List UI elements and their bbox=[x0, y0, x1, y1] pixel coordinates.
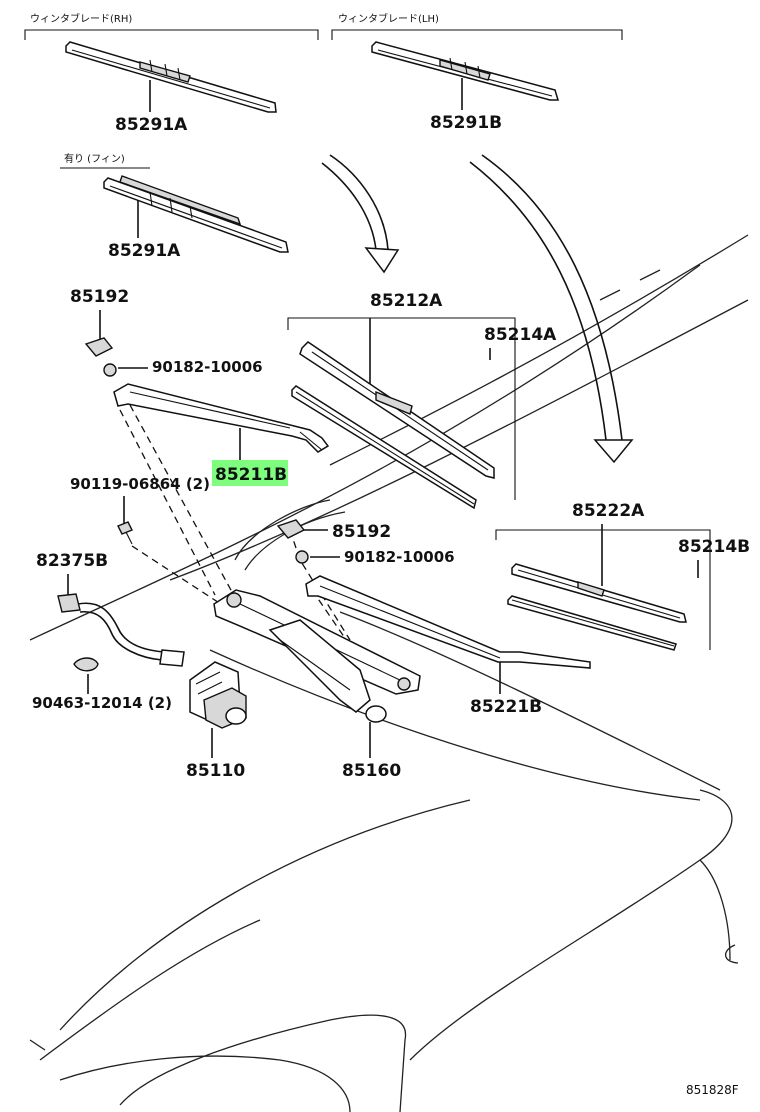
wiper-blade-fin[interactable] bbox=[103, 175, 289, 253]
caption-blade-rh: ウィンタブレード(RH) bbox=[30, 12, 132, 25]
bracket-85222a bbox=[495, 529, 711, 650]
dashed-guide-arm-rh-a bbox=[119, 409, 216, 596]
wiper-blade-85212a[interactable] bbox=[299, 341, 495, 479]
caption-blade-lh: ウィンタブレード(LH) bbox=[338, 12, 439, 25]
dashed-guide-bolt bbox=[131, 545, 231, 611]
part-number-85192-right: 85192 bbox=[332, 522, 391, 542]
bolt-90119[interactable] bbox=[117, 521, 133, 545]
vehicle-body-outline bbox=[29, 234, 749, 1112]
washer-hose-82375b[interactable] bbox=[57, 593, 185, 667]
part-number-85221b: 85221B bbox=[470, 697, 542, 717]
arrow-to-85222a bbox=[469, 154, 634, 464]
part-number-85211b[interactable]: 85211B bbox=[215, 465, 287, 485]
dashed-guide-arm-rh-b bbox=[129, 404, 233, 593]
part-number-85291a-top: 85291A bbox=[115, 115, 188, 135]
part-number-85110: 85110 bbox=[186, 761, 245, 781]
caption-bracket-lh bbox=[331, 29, 623, 40]
part-number-90119: 90119-06864 (2) bbox=[70, 475, 210, 493]
part-number-85291b: 85291B bbox=[430, 113, 502, 133]
wiper-link-85160[interactable] bbox=[213, 589, 421, 723]
clip-90463[interactable] bbox=[73, 657, 99, 672]
caption-with-fin: 有り (フィン) bbox=[64, 152, 125, 165]
bracket-85212a bbox=[287, 317, 516, 500]
wiper-arm-rh[interactable] bbox=[113, 383, 330, 453]
part-number-85291a-fin: 85291A bbox=[108, 241, 181, 261]
blade-rubber-85214a[interactable] bbox=[291, 385, 477, 510]
blade-rubber-85214b[interactable] bbox=[507, 595, 677, 651]
part-number-90463: 90463-12014 (2) bbox=[32, 694, 172, 712]
figure-code: 851828F bbox=[686, 1083, 739, 1097]
highlight-85211b bbox=[212, 460, 288, 486]
part-number-82375b: 82375B bbox=[36, 551, 108, 571]
nut-90182-right[interactable] bbox=[295, 550, 309, 564]
part-number-85192-left: 85192 bbox=[70, 287, 129, 307]
part-number-90182-right: 90182-10006 bbox=[344, 548, 455, 566]
caption-bracket-rh bbox=[24, 29, 319, 40]
part-number-85212a: 85212A bbox=[370, 291, 443, 311]
wiper-blade-lh[interactable] bbox=[371, 41, 560, 101]
part-number-85214b: 85214B bbox=[678, 537, 750, 557]
part-number-85214a: 85214A bbox=[484, 325, 557, 345]
wiper-blade-rh[interactable] bbox=[65, 41, 277, 113]
part-number-90182-left: 90182-10006 bbox=[152, 358, 263, 376]
nut-90182-left[interactable] bbox=[103, 363, 117, 377]
wiper-arm-lh[interactable] bbox=[305, 575, 591, 669]
wiper-blade-85222a[interactable] bbox=[511, 563, 687, 623]
wiper-motor-85110[interactable] bbox=[189, 661, 247, 729]
dashed-guide-arm-lh bbox=[311, 589, 361, 661]
cap-85192-left[interactable] bbox=[84, 337, 114, 357]
arrow-to-85212a bbox=[321, 154, 400, 274]
part-number-85160: 85160 bbox=[342, 761, 401, 781]
part-number-85222a: 85222A bbox=[572, 501, 645, 521]
